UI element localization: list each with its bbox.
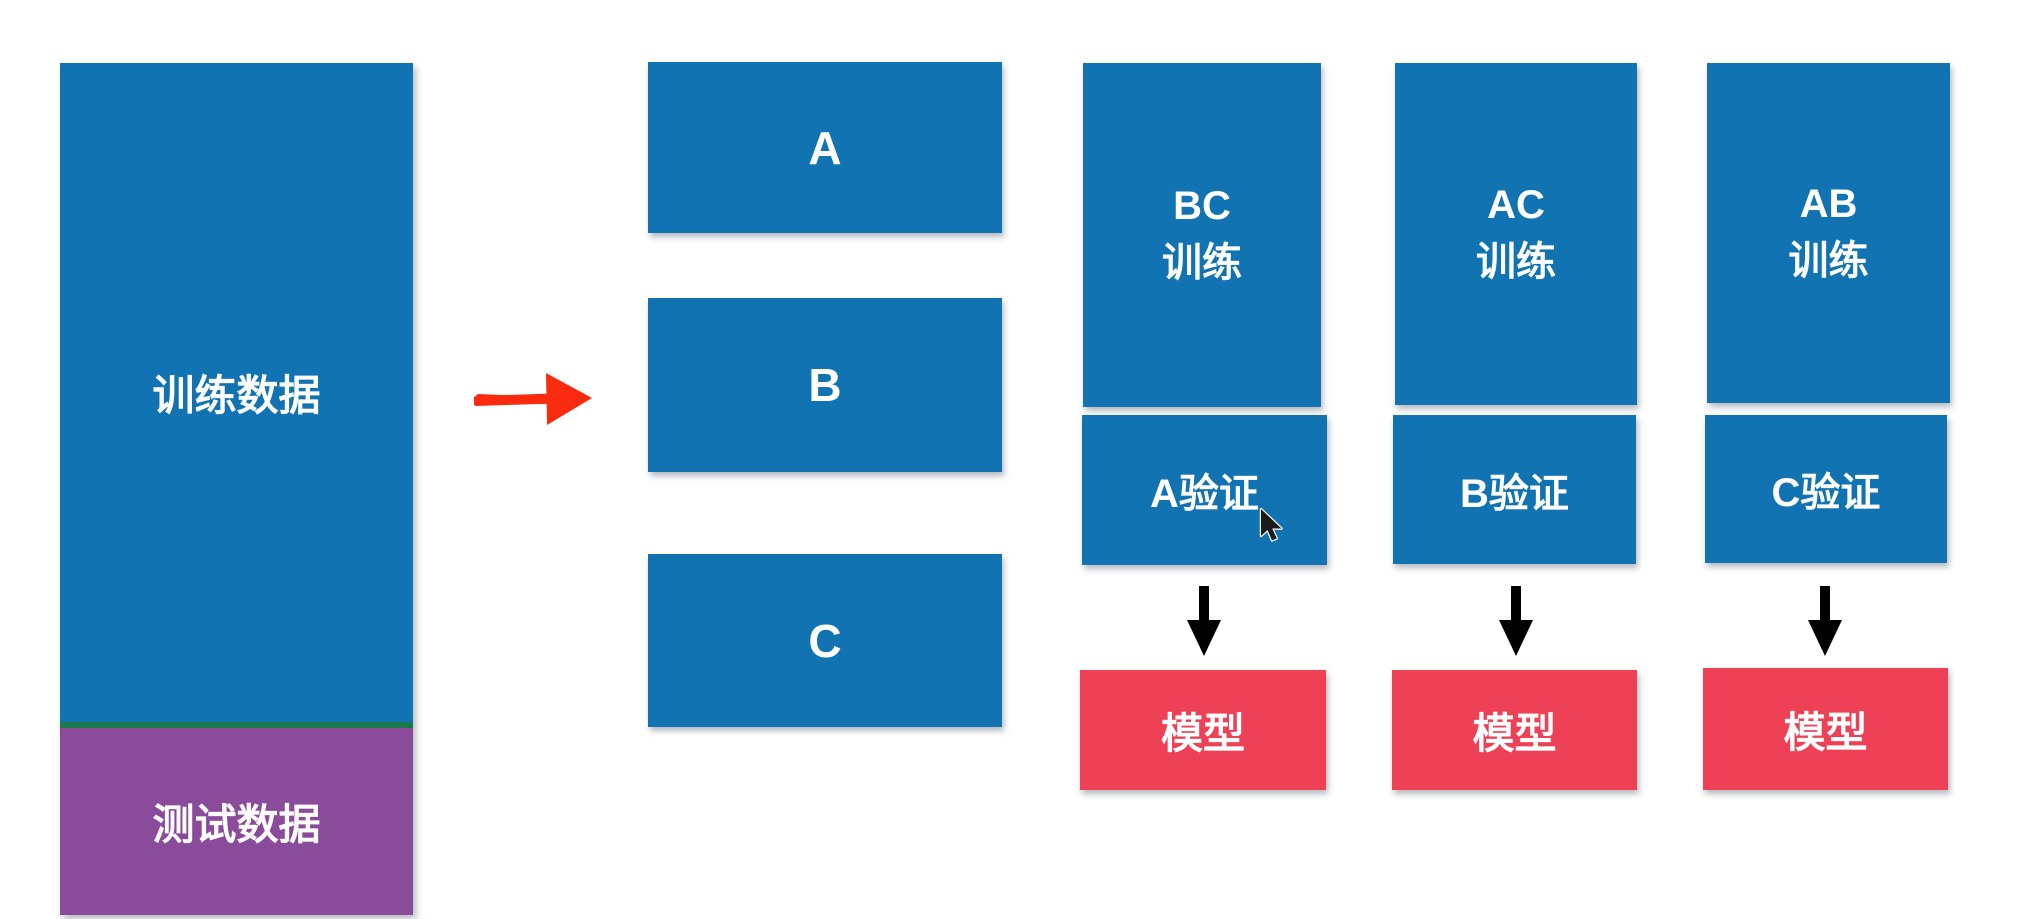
dataset-stack: 训练数据 测试数据 bbox=[60, 63, 413, 915]
train-bc-line2: 训练 bbox=[1162, 241, 1242, 285]
validate-c-label: C验证 bbox=[1771, 471, 1881, 515]
training-data-block: 训练数据 bbox=[60, 63, 413, 722]
fold-c-label: C bbox=[808, 614, 842, 667]
validate-c-block: C验证 bbox=[1705, 415, 1947, 563]
validate-a-block: A验证 bbox=[1082, 415, 1327, 565]
fold-c-block: C bbox=[648, 554, 1002, 727]
model-1-block: 模型 bbox=[1080, 670, 1326, 790]
fold-b-label: B bbox=[808, 359, 842, 411]
train-ab-block: AB 训练 bbox=[1707, 63, 1950, 403]
fold-a-block: A bbox=[648, 62, 1002, 233]
train-bc-line1: BC bbox=[1173, 184, 1231, 229]
validate-a-label: A验证 bbox=[1150, 472, 1259, 516]
train-ab-line1: AB bbox=[1799, 182, 1858, 227]
fold-b-block: B bbox=[648, 298, 1002, 472]
model-3-label: 模型 bbox=[1783, 708, 1868, 756]
model-2-label: 模型 bbox=[1472, 709, 1557, 757]
test-data-label: 测试数据 bbox=[152, 801, 321, 848]
model-1-label: 模型 bbox=[1160, 709, 1245, 757]
flow-arrow-icon bbox=[1499, 586, 1533, 656]
train-ac-block: AC 训练 bbox=[1395, 63, 1637, 405]
train-ab-line2: 训练 bbox=[1788, 239, 1869, 283]
training-data-label: 训练数据 bbox=[152, 372, 321, 419]
validate-b-block: B验证 bbox=[1393, 415, 1636, 564]
flow-arrow-icon bbox=[1808, 586, 1842, 656]
model-2-block: 模型 bbox=[1392, 670, 1637, 790]
train-ac-line1: AC bbox=[1487, 183, 1545, 228]
fold-a-label: A bbox=[808, 121, 842, 174]
test-data-block: 测试数据 bbox=[60, 728, 413, 915]
train-ac-line2: 训练 bbox=[1476, 240, 1556, 284]
train-bc-block: BC 训练 bbox=[1083, 63, 1321, 407]
model-3-block: 模型 bbox=[1703, 668, 1948, 790]
flow-arrow-icon bbox=[1187, 586, 1221, 656]
divider-green bbox=[60, 722, 413, 728]
split-arrow-icon bbox=[474, 373, 592, 425]
validate-b-label: B验证 bbox=[1460, 471, 1569, 516]
